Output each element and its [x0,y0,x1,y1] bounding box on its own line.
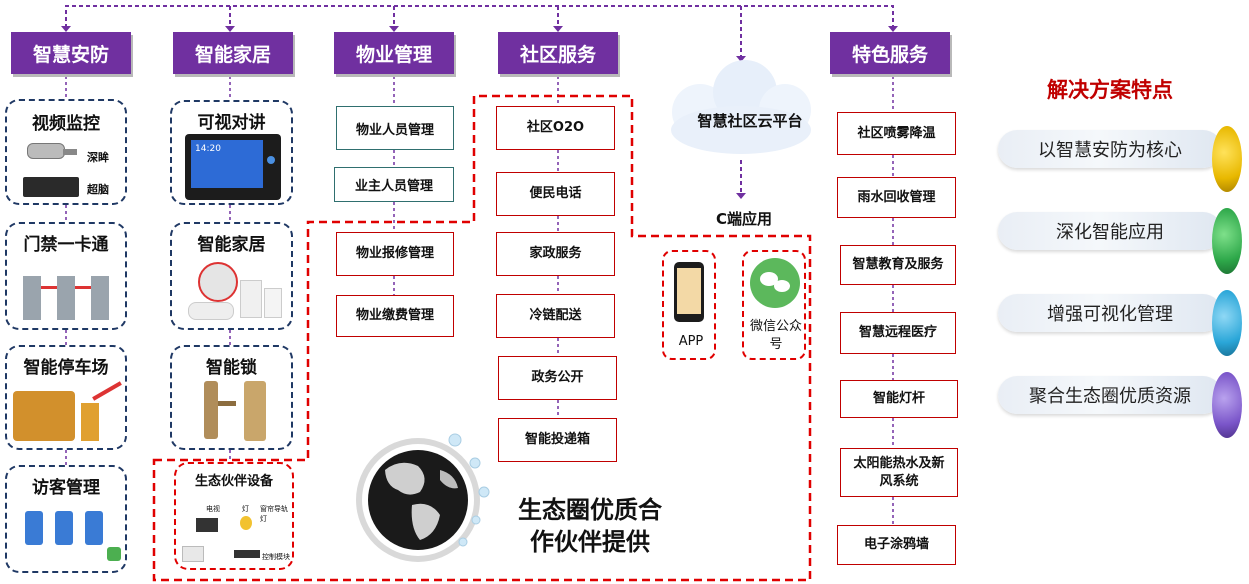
property-item-4: 物业缴费管理 [336,295,454,337]
partner-devices-card: 生态伙伴设备 电视 灯 窗帘导轨灯 控制模块 [174,462,294,570]
header-community: 社区服务 [498,32,618,74]
control-module-icon [234,550,260,558]
turnstile-icon [19,262,115,322]
property-item-1: 物业人员管理 [336,106,454,150]
smartlock-card: 智能锁 [170,345,293,450]
ecosystem-line-2: 作伙伴提供 [530,528,650,556]
visitor-flow-icon [15,507,123,565]
ecosystem-caption: 生态圈优质合 作伙伴提供 [500,494,680,558]
partner-label-control: 控制模块 [262,553,290,561]
header-property: 物业管理 [334,32,454,74]
partner-device-icon [182,546,204,562]
green-leaf-icon [1212,208,1242,274]
smarthome-title: 智能家居 [197,235,266,255]
access-title: 门禁一卡通 [23,235,109,255]
globe-icon [356,433,490,562]
blue-leaf-icon [1212,290,1242,356]
features-title: 解决方案特点 [1047,78,1173,102]
video-surveillance-card: 视频监控 深眸 超脑 [5,99,127,205]
special-item-2: 雨水回收管理 [837,177,956,218]
phone-icon [674,262,704,322]
intercom-title: 可视对讲 [197,113,266,133]
parking-card: 智能停车场 [5,345,127,450]
special-item-6: 太阳能热水及新风系统 [840,448,958,497]
cloud-icon [671,60,811,154]
partner-label-curtain: 窗帘导轨灯 [260,505,288,523]
tv-icon [196,518,218,532]
special-item-7: 电子涂鸦墙 [837,525,956,565]
ecosystem-line-1: 生态圈优质合 [518,496,662,524]
purple-leaf-icon [1212,372,1242,438]
video-title: 视频监控 [32,114,100,134]
parking-gate-icon [11,381,123,445]
community-item-1: 社区O2O [496,106,615,150]
visitor-card: 访客管理 [5,465,127,573]
feature-label-3: 增强可视化管理 [1047,304,1173,325]
partner-label-lamp: 灯 [242,505,249,513]
intercom-time: 14:20 [195,144,221,154]
header-special: 特色服务 [830,32,950,74]
feature-label-4: 聚合生态圈优质资源 [1029,386,1191,407]
camera-icon [23,141,81,163]
property-item-2: 业主人员管理 [334,167,454,202]
wechat-card: 微信公众号 [742,250,806,360]
smart-devices-icon [184,260,284,324]
intercom-screen-icon: 14:20 [185,134,281,200]
feature-item-2: 深化智能应用 [998,212,1222,250]
c-end-label: C端应用 [715,210,772,228]
community-item-5: 政务公开 [498,356,617,400]
cloud-platform-title: 智慧社区云平台 [697,112,803,130]
community-item-6: 智能投递箱 [498,418,617,462]
app-label: APP [678,334,704,349]
smarthome-card: 智能家居 [170,222,293,330]
intercom-card: 可视对讲 14:20 [170,100,293,205]
partner-label-tv: 电视 [206,505,220,513]
access-card: 门禁一卡通 [5,222,127,330]
app-card: APP [662,250,716,360]
smartlock-title: 智能锁 [206,358,257,378]
partner-title: 生态伙伴设备 [194,474,273,489]
feature-item-3: 增强可视化管理 [998,294,1222,332]
camera-label: 深眸 [87,151,109,164]
nvr-icon [23,177,79,197]
special-item-3: 智慧教育及服务 [840,245,956,285]
special-item-1: 社区喷雾降温 [837,112,956,155]
community-item-3: 家政服务 [496,232,615,276]
feature-item-4: 聚合生态圈优质资源 [998,376,1222,414]
header-security: 智慧安防 [11,32,131,74]
lamp-icon [240,516,252,530]
visitor-title: 访客管理 [32,478,100,498]
yellow-leaf-icon [1212,126,1242,192]
parking-title: 智能停车场 [23,358,109,378]
header-smarthome: 智能家居 [173,32,293,74]
feature-label-2: 深化智能应用 [1056,222,1164,243]
nvr-label: 超脑 [87,183,109,196]
community-item-2: 便民电话 [496,172,615,216]
property-item-3: 物业报修管理 [336,232,454,276]
community-item-4: 冷链配送 [496,294,615,338]
feature-item-1: 以智慧安防为核心 [998,130,1222,168]
special-item-5: 智能灯杆 [840,380,958,418]
feature-label-1: 以智慧安防为核心 [1038,140,1182,161]
special-item-4: 智慧远程医疗 [840,312,956,354]
lock-icon [198,381,272,443]
wechat-icon [750,258,800,308]
wechat-label: 微信公众号 [749,319,802,352]
